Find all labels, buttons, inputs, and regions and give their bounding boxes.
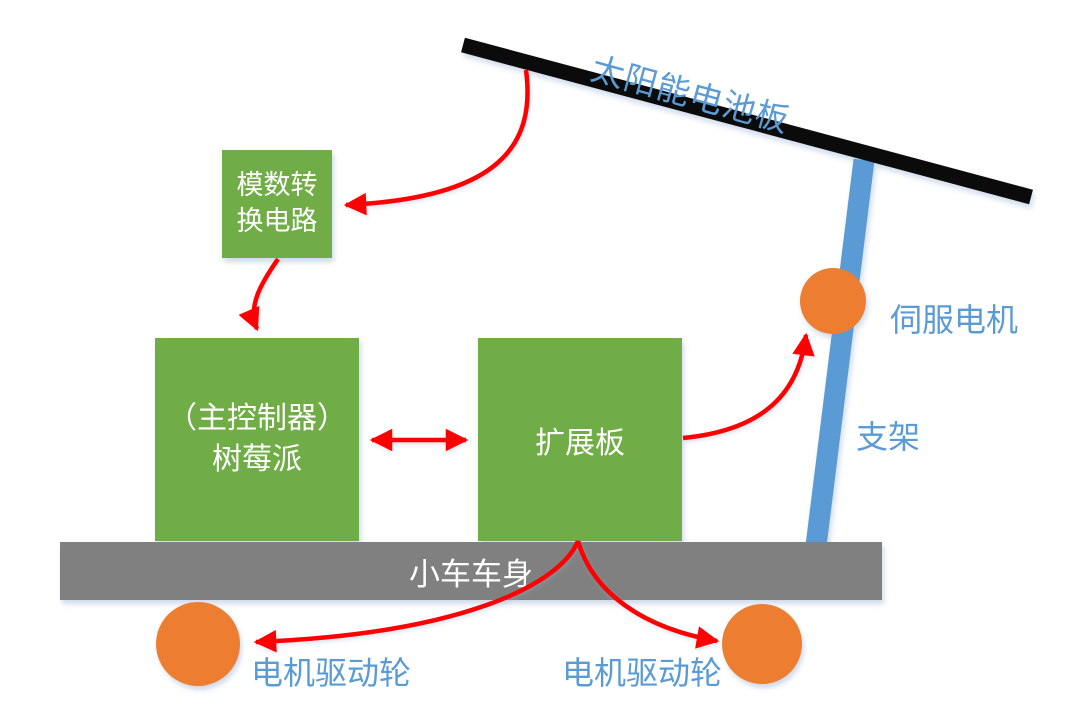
arrow-adc-to-pi bbox=[238, 257, 280, 332]
arrow-panel-to-adc bbox=[343, 69, 530, 216]
right-drive-wheel-circle bbox=[722, 604, 802, 684]
car-body-bar: 小车车身 bbox=[60, 542, 882, 600]
right-drive-wheel-label: 电机驱动轮 bbox=[562, 655, 723, 691]
bracket-bar bbox=[805, 158, 875, 548]
car-body-label: 小车车身 bbox=[409, 556, 533, 592]
arrow-expansion-to-servo bbox=[682, 332, 815, 441]
servo-motor-circle bbox=[800, 268, 866, 334]
servo-motor-label: 伺服电机 bbox=[890, 302, 1019, 338]
raspberry-pi-label: （主控制器） 树莓派 bbox=[167, 402, 347, 476]
adc-circuit-label: 模数转 换电路 bbox=[236, 170, 318, 236]
expansion-board-label: 扩展板 bbox=[535, 426, 625, 460]
expansion-board-box: 扩展板 bbox=[478, 338, 682, 541]
solar-panel-label: 太阳能电池板 bbox=[587, 49, 794, 140]
raspberry-pi-box: （主控制器） 树莓派 bbox=[155, 338, 359, 541]
bracket-label: 支架 bbox=[856, 419, 921, 455]
left-drive-wheel-label: 电机驱动轮 bbox=[251, 655, 412, 691]
left-drive-wheel-circle bbox=[156, 602, 240, 686]
adc-circuit-box: 模数转 换电路 bbox=[222, 150, 332, 258]
